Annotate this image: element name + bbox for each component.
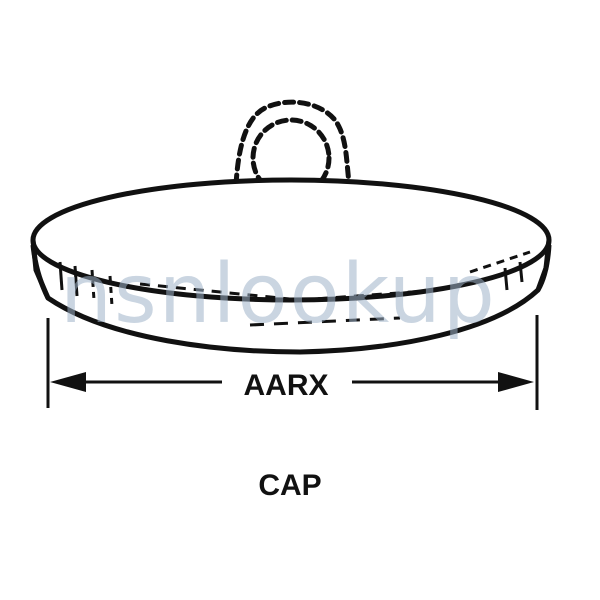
- part-name-label: CAP: [258, 469, 321, 502]
- arrow-right-icon: [498, 372, 534, 392]
- cap-body: [30, 177, 552, 355]
- watermark: nsnlookup: [60, 247, 497, 342]
- arrow-left-icon: [50, 372, 86, 392]
- cap-knurl-marks: [58, 250, 531, 327]
- dimension-label: AARX: [243, 369, 328, 402]
- cap-right-edge: [535, 239, 552, 291]
- cap-left-edge: [30, 239, 51, 299]
- dimension-extension-lines: [46, 315, 539, 410]
- dimension-line: [50, 372, 534, 392]
